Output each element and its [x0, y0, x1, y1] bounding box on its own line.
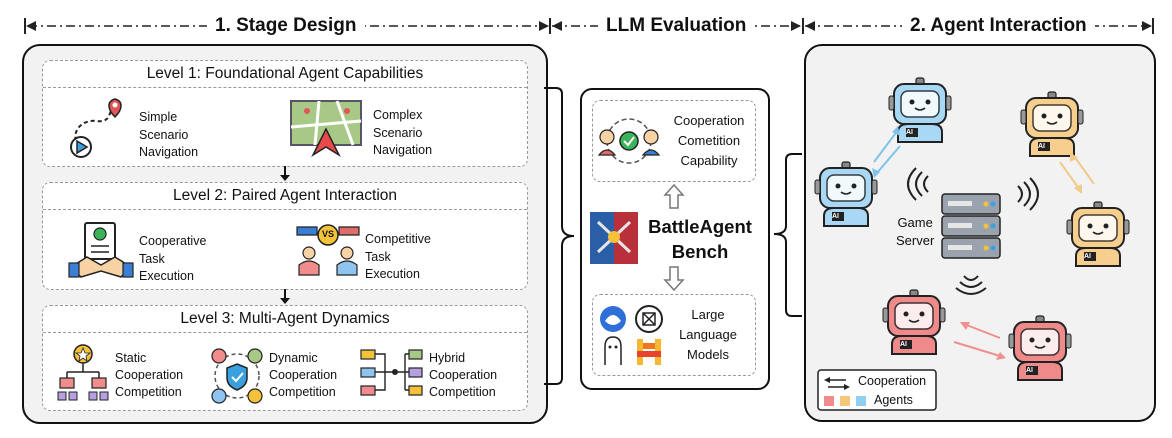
route-pin-icon [70, 98, 122, 158]
level1-box: Level 1: Foundational Agent Capabilities… [42, 60, 528, 167]
agent-orange-right [1066, 201, 1130, 267]
hybrid-cooperation-label: Hybrid Cooperation Competition [429, 351, 498, 399]
agent-badge-6: AI [1026, 367, 1033, 374]
agent-badge-3: AI [1038, 143, 1045, 150]
signal-waves-icon [907, 167, 1039, 295]
agent-blue-left [814, 161, 878, 227]
agent-red-right [1008, 315, 1072, 381]
down-hollow-arrow [663, 266, 685, 292]
hierarchy-star-icon [57, 344, 109, 401]
competitive-task-label: Competitive Task Execution [365, 232, 431, 281]
dynamic-shield-icon [211, 348, 263, 404]
legend-agents-label: Agents [874, 393, 913, 407]
battleagent-bench-title: BattleAgent Bench [648, 216, 752, 262]
static-cooperation-label: Static Cooperation Competition [115, 351, 184, 399]
agent-orange-top [1020, 91, 1084, 157]
agent-badge-4: AI [1084, 253, 1091, 260]
capability-label: Cooperation Cometition Capability [673, 113, 745, 168]
level3-box: Level 3: Multi-Agent Dynamics Static Coo… [42, 305, 528, 411]
level1-to-level2-arrow [280, 166, 290, 181]
stage-design-header: 1. Stage Design [207, 15, 365, 37]
up-hollow-arrow [663, 183, 685, 209]
level3-title: Level 3: Multi-Agent Dynamics [43, 306, 527, 333]
versus-icon [296, 224, 360, 276]
agent-badge-5: AI [900, 341, 907, 348]
legend-cooperation-label: Cooperation [858, 374, 927, 388]
vs-badge: VS [321, 229, 334, 239]
game-server-icon [941, 193, 1001, 259]
agent-badge-1: AI [906, 129, 913, 136]
stage-bracket [544, 87, 575, 385]
level2-title: Level 2: Paired Agent Interaction [43, 183, 527, 210]
dynamic-cooperation-label: Dynamic Cooperation Competition [269, 351, 338, 399]
level1-title: Level 1: Foundational Agent Capabilities [43, 61, 527, 88]
cooperation-cycle-icon [597, 118, 661, 164]
agent-bracket [773, 153, 802, 317]
agent-interaction-header: 2. Agent Interaction [902, 15, 1095, 37]
handshake-icon [68, 222, 134, 278]
cooperative-task-label: Cooperative Task Execution [139, 234, 207, 283]
level2-to-level3-arrow [280, 289, 290, 304]
large-language-models-label: Large Language Models [679, 307, 737, 362]
agent-network-diagram [814, 77, 1130, 411]
models-box: Large Language Models [592, 294, 756, 376]
agent-red-left [882, 289, 946, 355]
hybrid-flow-icon [360, 349, 423, 396]
battle-bench-logo [590, 212, 638, 264]
agent-badge-2: AI [832, 213, 839, 220]
map-navigation-icon [290, 100, 362, 158]
complex-navigation-label: Complex Scenario Navigation [373, 108, 433, 157]
llm-evaluation-header: LLM Evaluation [598, 15, 755, 37]
llm-logos-icon [600, 305, 663, 365]
simple-navigation-label: Simple Scenario Navigation [139, 110, 199, 159]
level2-box: Level 2: Paired Agent Interaction Cooper… [42, 182, 528, 290]
game-server-label: Game Server [896, 215, 935, 248]
capability-box: Cooperation Cometition Capability [592, 100, 756, 182]
